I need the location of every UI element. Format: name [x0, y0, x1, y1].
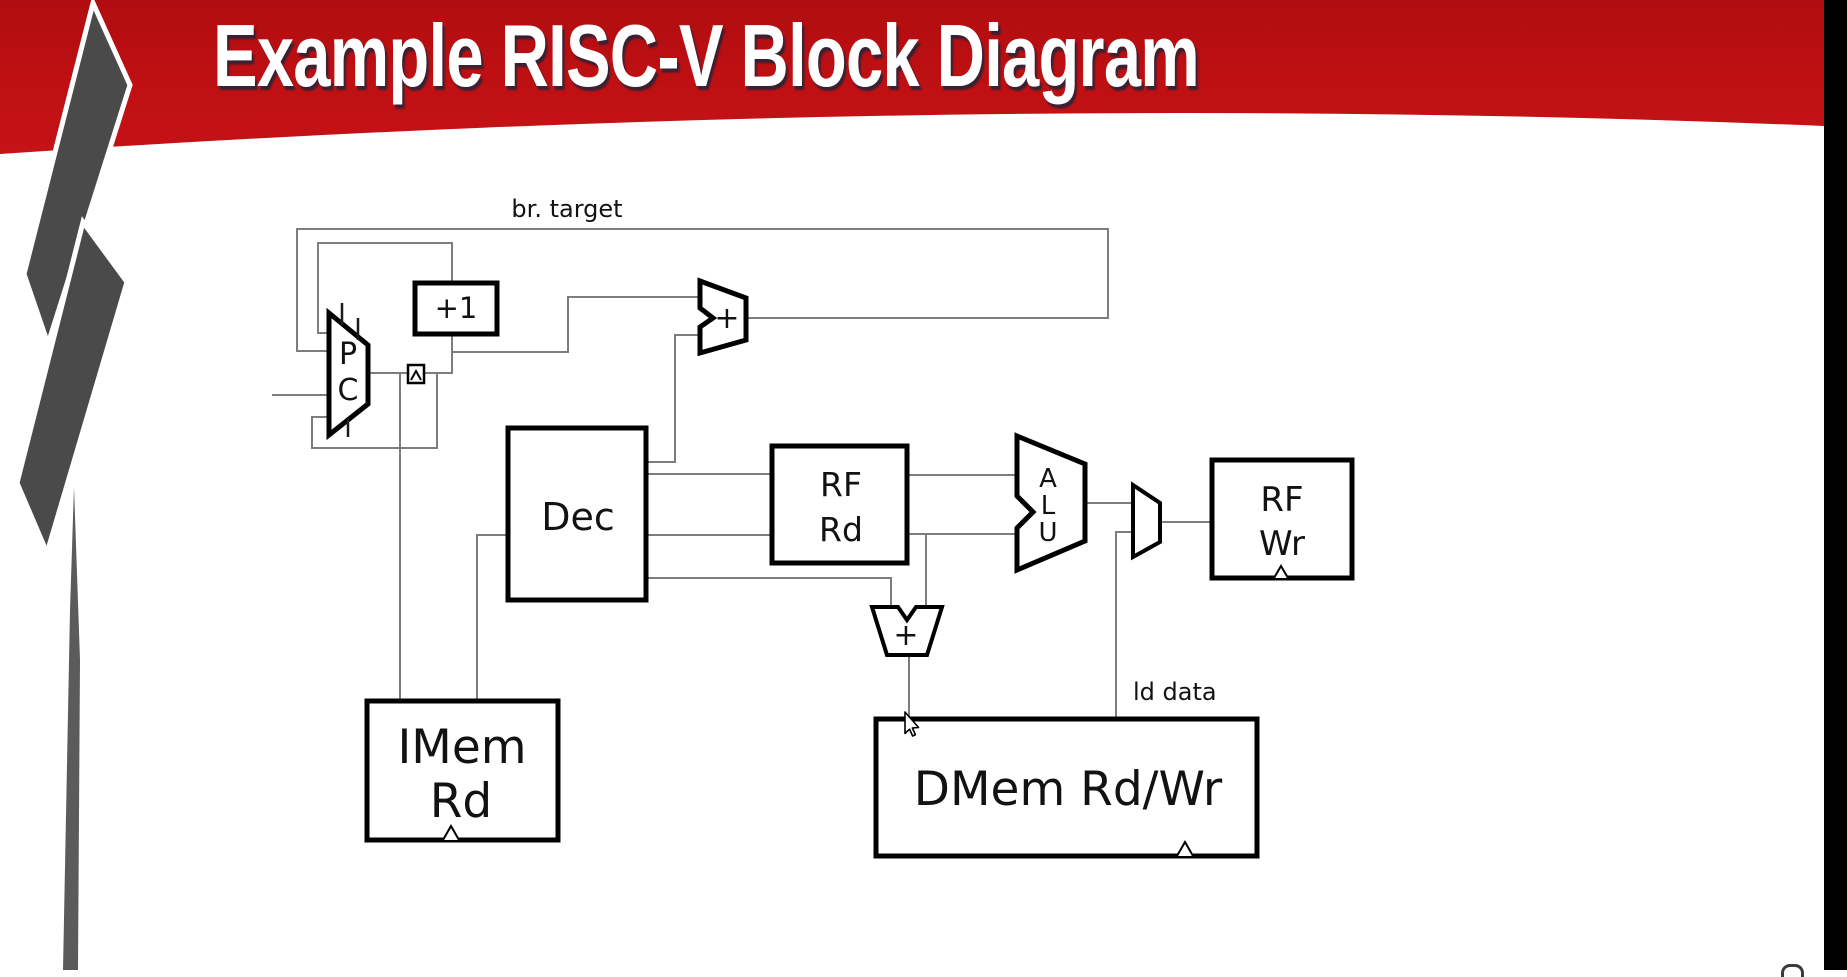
wire-br-target — [296, 228, 1109, 352]
pc-label-line2: C — [338, 373, 359, 408]
decoration-blade-bottom — [14, 216, 130, 561]
clock-notch-dmem-icon — [1176, 839, 1194, 857]
dec-label: Dec — [541, 495, 615, 539]
decoration-blade-top — [21, 0, 133, 352]
alu-block — [1014, 432, 1088, 574]
alu-label-l: L — [1041, 491, 1056, 521]
plus-one-block — [412, 280, 500, 337]
dec-block — [505, 425, 649, 603]
ld-data-label: ld data — [1133, 678, 1217, 706]
dmem-label: DMem Rd/Wr — [914, 762, 1223, 817]
wire-pc-to-branch-adder — [452, 296, 700, 353]
page-number-partial — [1781, 964, 1804, 977]
pc-register-icon — [406, 363, 426, 385]
wire-dec-imm-to-addr-adder — [646, 577, 892, 607]
rf-wr-label-line2: Wr — [1259, 524, 1305, 564]
decoration-bar — [63, 487, 80, 970]
imem-block — [364, 698, 561, 843]
page-title: Example RISC-V Block Diagram — [213, 6, 1200, 105]
clock-notch-imem-icon — [442, 823, 460, 841]
wire-pc-feedback — [311, 373, 438, 449]
br-target-label: br. target — [511, 195, 622, 223]
branch-adder — [697, 277, 749, 357]
wire-ld-data — [1115, 531, 1133, 719]
pc-label-line1: P — [339, 337, 357, 372]
clock-notch-rfwr-icon — [1273, 564, 1289, 579]
rf-rd-block — [769, 443, 910, 566]
addr-adder-plus-label: + — [893, 618, 918, 653]
plus-one-label: +1 — [435, 291, 478, 325]
addr-adder — [869, 605, 945, 657]
mouse-cursor-icon — [904, 711, 920, 737]
banner-shape — [0, 0, 1824, 154]
left-decoration — [14, 0, 133, 970]
pc-mux — [326, 307, 371, 441]
wire-plus1-wraparound — [317, 242, 453, 334]
branch-adder-plus-label: + — [714, 301, 739, 336]
dmem-block — [873, 716, 1260, 859]
alu-label-a: A — [1039, 464, 1057, 494]
imem-label-line2: Rd — [430, 774, 493, 829]
rf-wr-block — [1209, 457, 1355, 581]
pc-register-clock-caret-icon — [410, 368, 422, 381]
wire-dec-to-branch-adder — [646, 334, 700, 463]
rf-wr-label-line1: RF — [1260, 480, 1303, 520]
rf-rd-label-line2: Rd — [819, 510, 863, 549]
wire-pc-out — [368, 334, 453, 374]
alu-label-u: U — [1038, 518, 1057, 548]
right-black-band — [1824, 0, 1847, 970]
writeback-mux — [1131, 481, 1162, 561]
rf-rd-label-line1: RF — [820, 465, 862, 504]
header-banner — [0, 0, 1824, 154]
wire-dec-to-imem — [476, 534, 508, 701]
imem-label-line1: IMem — [397, 720, 526, 775]
